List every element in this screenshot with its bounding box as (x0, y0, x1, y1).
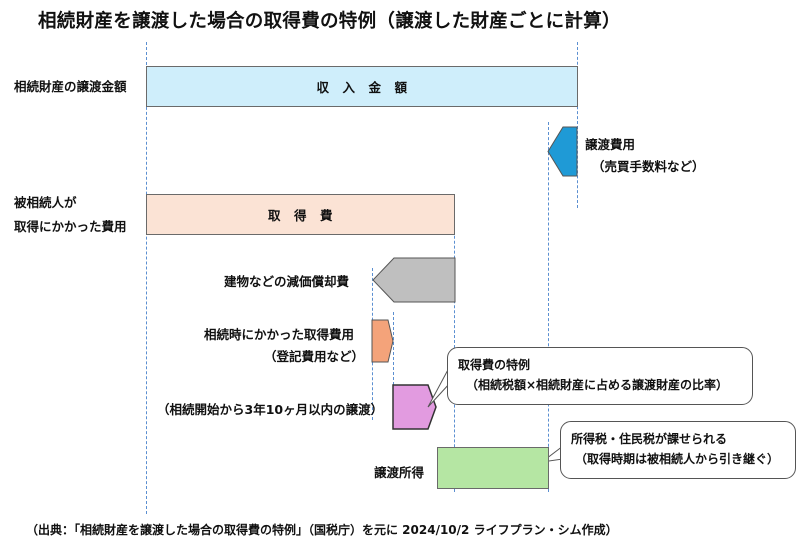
taxation-title: 所得税・住民税が課せられる (571, 432, 728, 446)
transfer-income-box (437, 447, 549, 489)
special-rule-detail: （相続税額×相続財産に占める譲渡財産の比率） (466, 378, 729, 392)
special-rule-title: 取得費の特例 (458, 358, 531, 372)
income-amount-label: 収 入 金 額 (316, 80, 408, 95)
label-inheritance-cost: 相続時にかかった取得費用 (204, 327, 355, 342)
guide-line-income-end (577, 42, 578, 208)
diagram-title: 相続財産を譲渡した場合の取得費の特例（譲渡した財産ごとに計算） (38, 11, 621, 32)
acquisition-cost-label: 取 得 費 (267, 208, 333, 223)
special-rule-callout: 取得費の特例 （相続税額×相続財産に占める譲渡財産の比率） (447, 347, 753, 405)
depreciation-arrow (372, 257, 456, 303)
inheritance-cost-arrow (371, 319, 394, 363)
label-transfer-cost-note: （売買手数料など） (592, 159, 705, 174)
special-rule-arrow (392, 384, 437, 430)
guide-line-acquisition-end (454, 196, 455, 492)
guide-line-left (146, 42, 147, 514)
taxation-detail: （取得時期は被相続人から引き継ぐ） (575, 452, 780, 466)
label-acquired-by-decedent-line2: 取得にかかった費用 (14, 219, 127, 234)
income-amount-box: 収 入 金 額 (146, 66, 578, 107)
label-depreciation: 建物などの減価償却費 (224, 274, 350, 289)
label-transfer-income: 譲渡所得 (374, 465, 425, 480)
guide-line-transfer-cost (548, 122, 549, 492)
label-within-period: （相続開始から3年10ヶ月以内の譲渡） (157, 402, 384, 417)
label-inheritance-cost-note: （登記費用など） (264, 349, 365, 364)
label-transfer-cost: 譲渡費用 (585, 137, 636, 152)
taxation-callout: 所得税・住民税が課せられる （取得時期は被相続人から引き継ぐ） (560, 421, 796, 479)
guide-line-inheritance-cost (393, 312, 394, 420)
acquisition-cost-box: 取 得 費 (146, 194, 455, 235)
label-inherited-transfer-amount: 相続財産の譲渡金額 (14, 79, 127, 94)
source-footer: （出典：「相続財産を譲渡した場合の取得費の特例」（国税庁）を元に 2024/10… (26, 523, 618, 537)
label-acquired-by-decedent-line1: 被相続人が (14, 195, 77, 210)
transfer-cost-arrow (547, 126, 578, 177)
